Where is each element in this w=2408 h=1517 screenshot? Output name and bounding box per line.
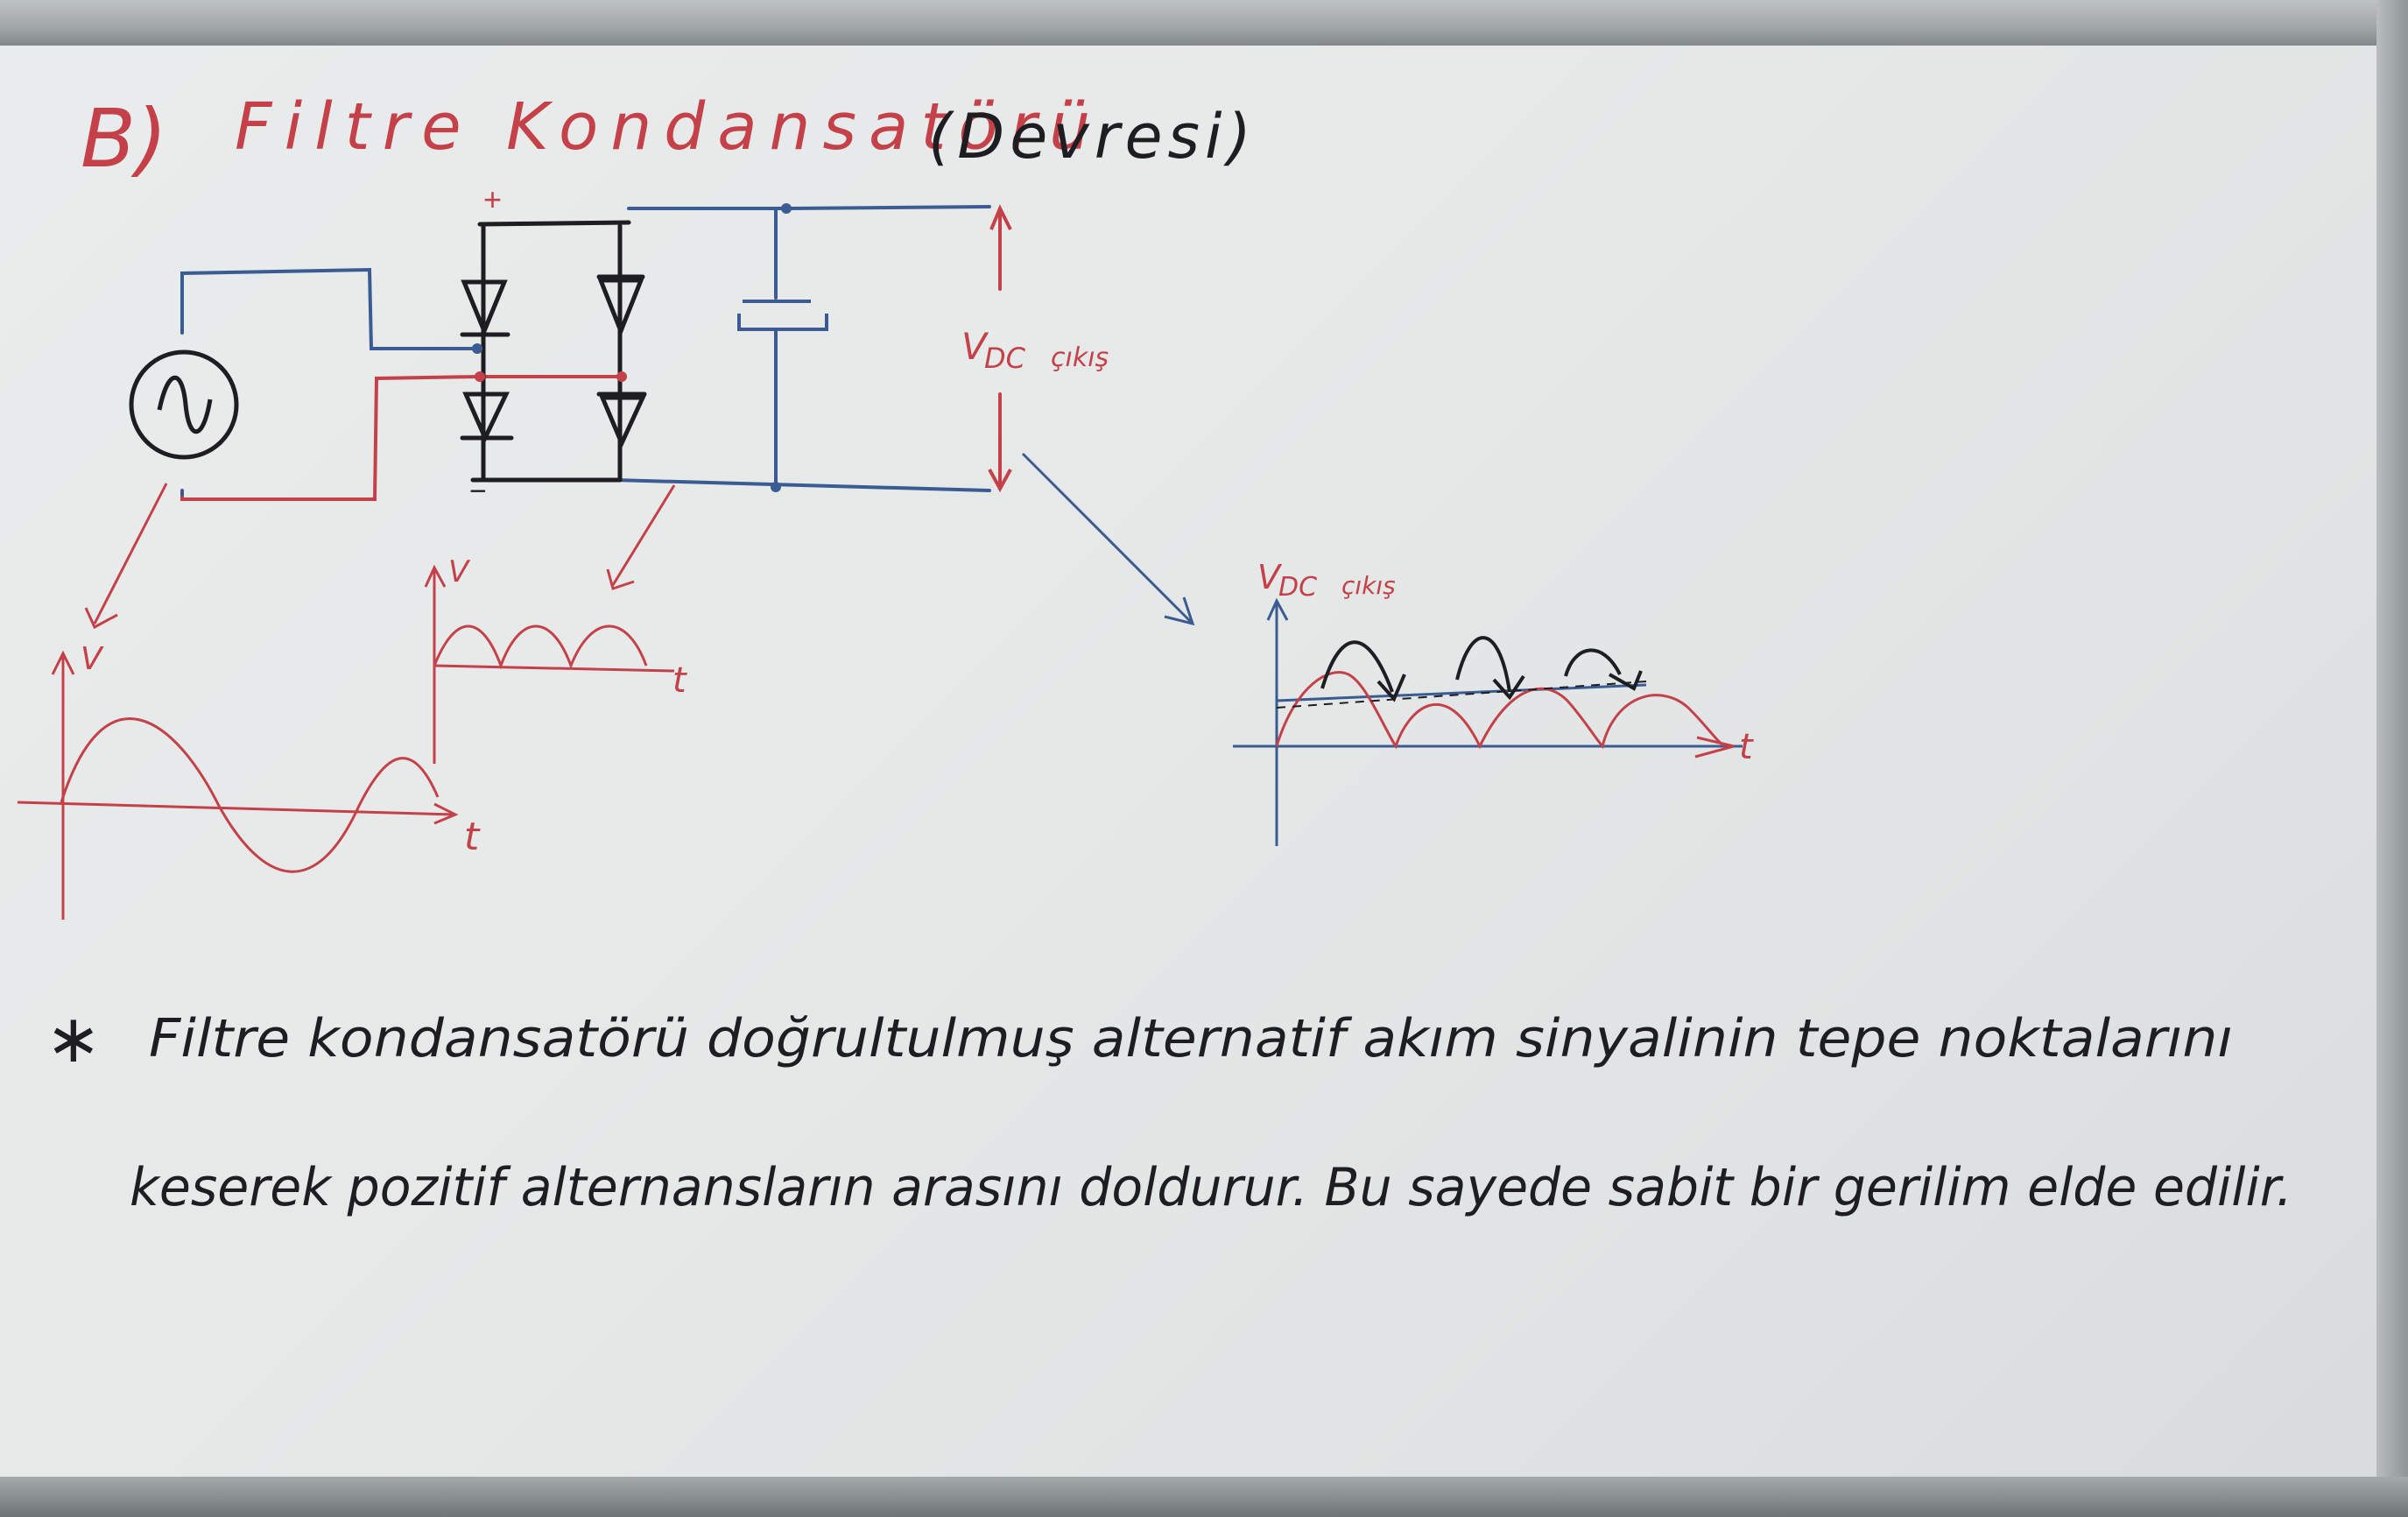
bridge-rectifier xyxy=(460,220,647,483)
circuit-wires-red xyxy=(180,208,1002,501)
board-frame-bottom xyxy=(0,1477,2408,1517)
board-frame-top xyxy=(0,0,2408,49)
bridge-plus: + xyxy=(483,181,502,217)
vdc-v: V xyxy=(961,325,989,368)
bridge-minus: − xyxy=(469,475,487,508)
graph-filt-yword: çıkış xyxy=(1341,571,1396,600)
title-paren: (Devresi) xyxy=(928,101,1257,173)
graph-ac: V t xyxy=(17,641,481,920)
junction-dots xyxy=(472,203,792,492)
filter-capacitor xyxy=(737,300,828,331)
graph-filt-y: V xyxy=(1257,558,1283,596)
graph-filt-x: t xyxy=(1739,727,1754,767)
whiteboard-surface xyxy=(0,46,2408,1482)
graph-filt-ysub: DC xyxy=(1278,572,1317,603)
graph-ac-y: V xyxy=(81,641,104,677)
vdc-sub: DC xyxy=(984,342,1026,375)
ac-source xyxy=(129,349,239,460)
graph-filtered: V DC çıkış t xyxy=(1233,558,1754,846)
vdc-word: çıkış xyxy=(1051,342,1109,373)
note-star: ∗ xyxy=(46,999,102,1077)
graph-rect-x: t xyxy=(672,660,687,701)
note-text: ∗ Filtre kondansatörü doğrultulmuş alter… xyxy=(46,999,2292,1218)
title-text: Filtre Kondansatörü xyxy=(235,89,1102,165)
note-line1: Filtre kondansatörü doğrultulmuş alterna… xyxy=(149,1008,2233,1069)
vdc-arrows xyxy=(988,204,1012,493)
note-line2: keserek pozitif alternansların arasını d… xyxy=(130,1157,2292,1218)
graph-rect-y: V xyxy=(448,554,471,589)
vdc-label: V DC çıkış xyxy=(961,325,1109,375)
title-label: B) xyxy=(81,92,167,186)
pointer-arrows xyxy=(84,483,676,630)
graph-rectified: V t xyxy=(424,554,687,764)
board-frame-right xyxy=(2376,0,2408,1517)
graph-ac-x: t xyxy=(464,815,481,859)
circuit-wires-blue xyxy=(180,205,991,501)
